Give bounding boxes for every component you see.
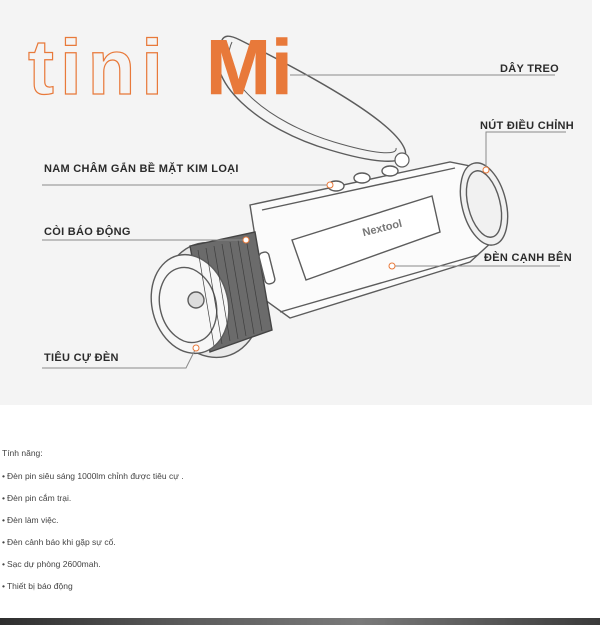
logo-text-tini: tini [28,23,169,111]
bullet-icon: • [2,559,5,569]
hero-right-edge [592,0,600,405]
label-lanyard: DÂY TREO [500,63,560,75]
label-adjust-button: NÚT ĐIỀU CHỈNH [480,120,575,132]
label-focus: TIÊU CỰ ĐÈN [44,352,119,364]
feature-heading: Tính năng: [2,448,43,458]
list-item: •Sạc dự phòng 2600mah. [2,559,101,569]
list-item: •Đèn cảnh báo khi gặp sự cố. [2,537,116,547]
next-image-strip [0,618,600,625]
label-magnet: NAM CHÂM GẮN BỀ MẶT KIM LOẠI [44,163,239,175]
bullet-icon: • [2,471,5,481]
list-item: •Đèn pin cắm trại. [2,493,72,503]
feature-list: •Đèn pin siêu sáng 1000lm chỉnh được tiê… [2,470,562,602]
list-item: •Đèn pin siêu sáng 1000lm chỉnh được tiê… [2,471,184,481]
product-hero-image: Nextool tini Mi DÂY TREO NÚT ĐIỀU CHỈNH … [0,0,600,405]
bullet-icon: • [2,493,5,503]
label-side-light: ĐÈN CẠNH BÊN [484,252,572,264]
feature-list-section: Tính năng: •Đèn pin siêu sáng 1000lm chỉ… [2,448,562,602]
flashlight-illustration: Nextool [42,35,566,369]
tinimi-logo: tini Mi [28,22,293,111]
list-item: •Đèn làm việc. [2,515,59,525]
bullet-icon: • [2,581,5,591]
label-alarm: CÒI BÁO ĐỘNG [44,226,131,238]
list-item: •Thiết bị báo động [2,581,73,591]
bullet-icon: • [2,537,5,547]
logo-text-mi: Mi [206,23,293,111]
bullet-icon: • [2,515,5,525]
